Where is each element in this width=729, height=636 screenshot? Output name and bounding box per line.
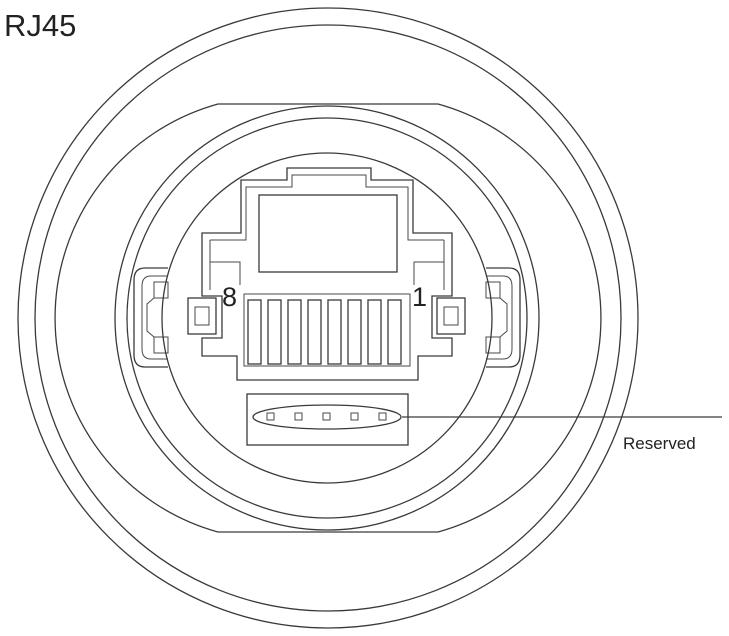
pin-8-label: 8 <box>222 282 237 312</box>
pin-1-label: 1 <box>412 282 427 312</box>
outer-ring-inner <box>34 24 622 612</box>
left-latch-ear <box>133 267 169 368</box>
reserved-highlight <box>252 404 402 430</box>
connector-face <box>161 152 493 484</box>
coupling-flange <box>54 103 602 533</box>
right-latch-ear <box>485 267 521 368</box>
outer-ring <box>17 7 639 629</box>
sleeve-ring <box>114 105 540 531</box>
latch-tab <box>258 194 398 273</box>
reserved-label: Reserved <box>623 434 696 453</box>
reserved-block <box>246 393 409 446</box>
reserved-pads <box>266 412 387 421</box>
jack-body <box>201 167 453 381</box>
diagram-title: RJ45 <box>4 8 76 43</box>
side-clips <box>187 297 466 335</box>
pin-slots <box>243 293 411 367</box>
sleeve-ring-inner <box>126 117 528 519</box>
